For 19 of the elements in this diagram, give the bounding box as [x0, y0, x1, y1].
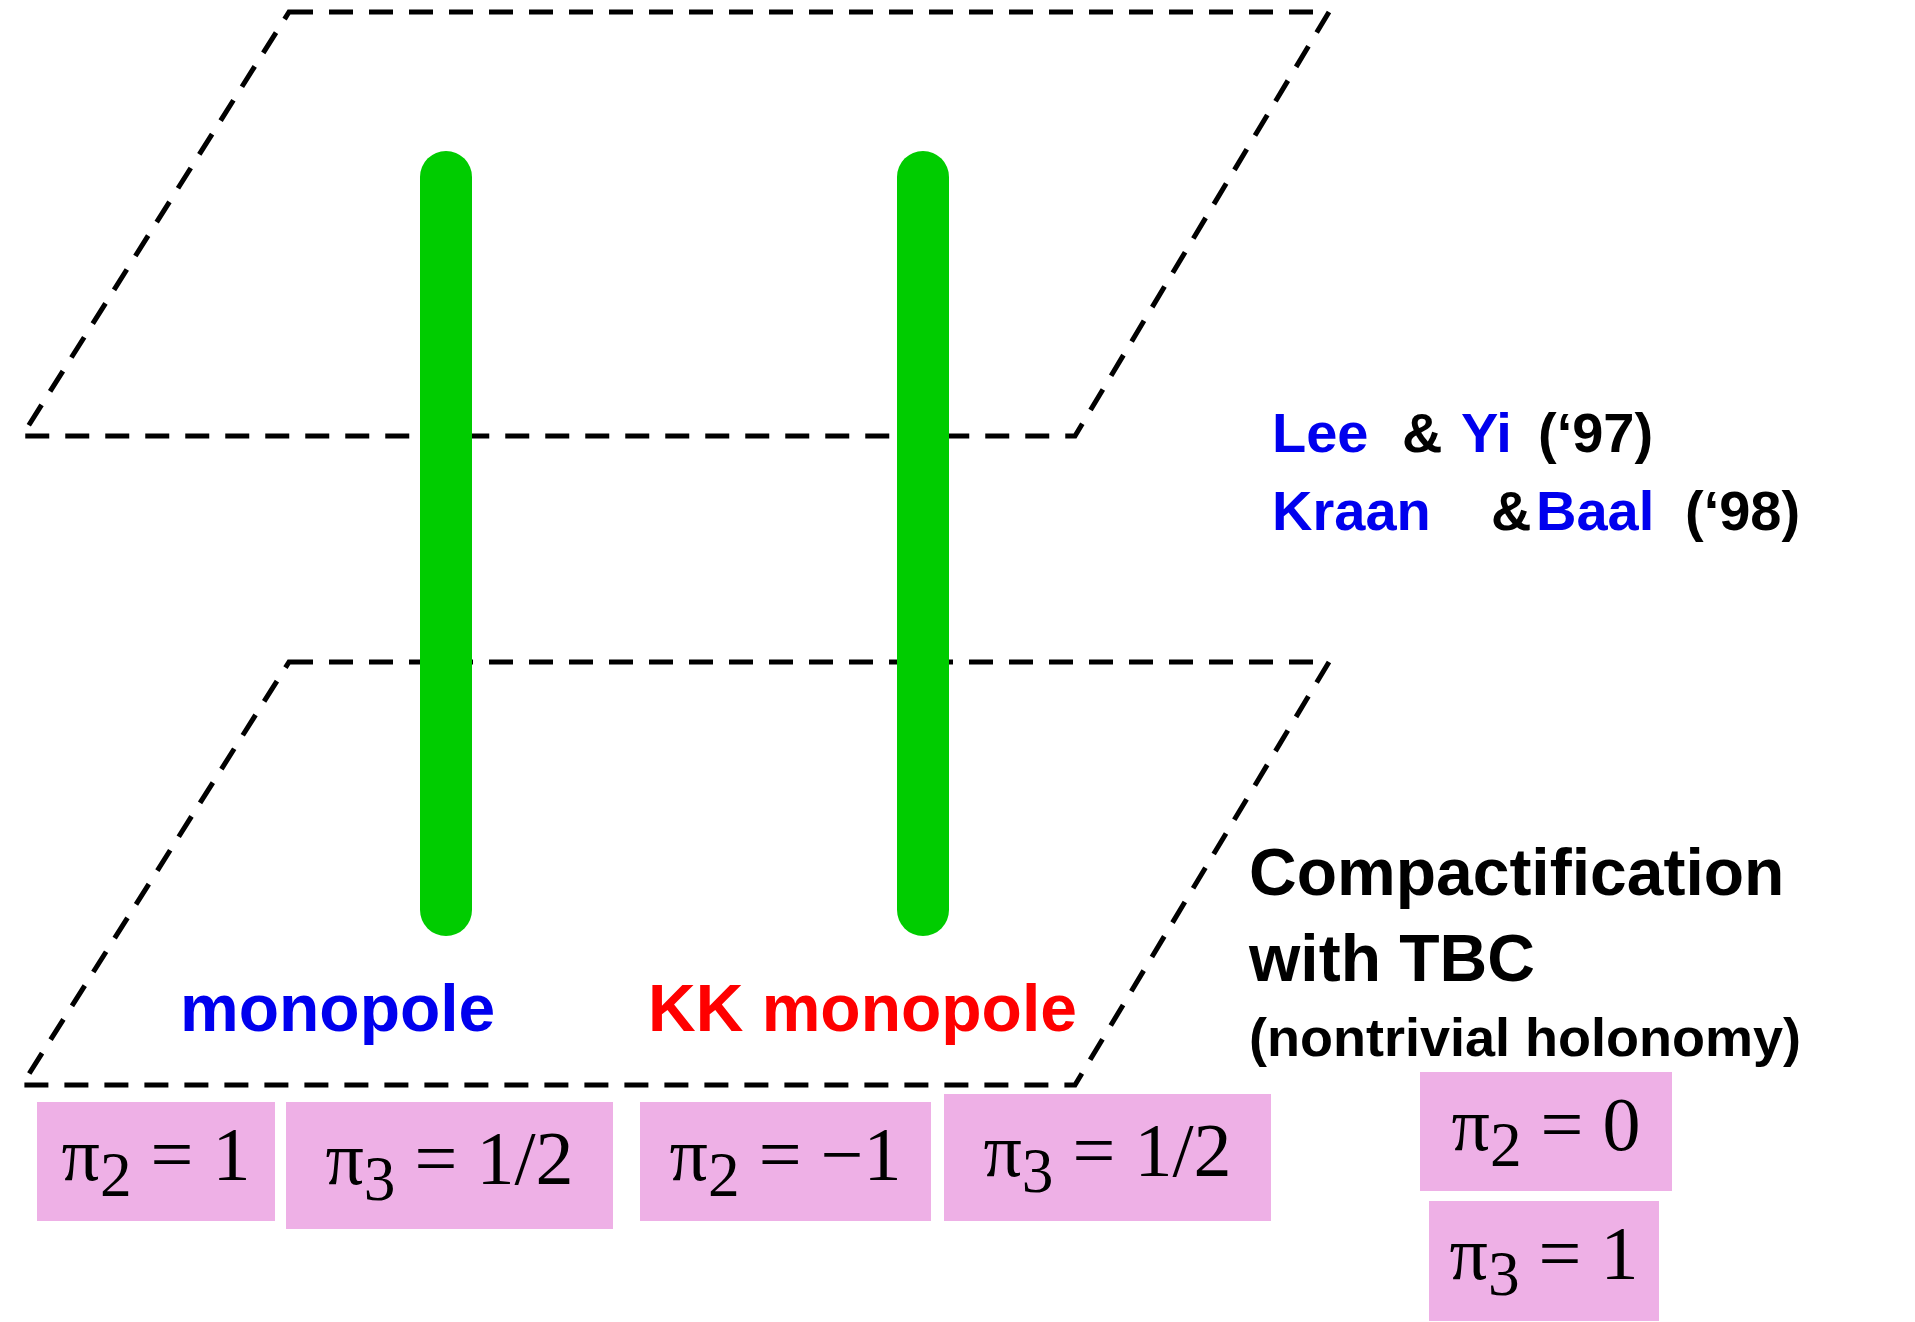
formula-box [286, 1102, 613, 1229]
author-name: Lee [1272, 405, 1369, 461]
formula: π$_{3}$ = 1 [1449, 1210, 1639, 1312]
formula-box [1429, 1201, 1659, 1321]
formula-box [1420, 1072, 1672, 1191]
formula: π$_{2}$ = −1 [669, 1110, 902, 1213]
formula: π$_{2}$ = 1 [61, 1110, 251, 1213]
author-name: Kraan [1272, 483, 1431, 539]
formula-box [37, 1102, 275, 1221]
author-name: Baal [1536, 483, 1655, 539]
ampersand: & [1491, 483, 1532, 539]
compactification-note: Compactification with TBC [1249, 834, 1786, 997]
formula-box [944, 1094, 1271, 1221]
author-name: Yi [1461, 405, 1512, 461]
ampersand: & [1402, 405, 1443, 461]
formula-box [640, 1102, 931, 1221]
formula: π$_{2}$ = 0 [1451, 1080, 1641, 1183]
formula: π$_{3}$ = 1/2 [325, 1114, 574, 1217]
formula: π$_{3}$ = 1/2 [983, 1106, 1232, 1209]
